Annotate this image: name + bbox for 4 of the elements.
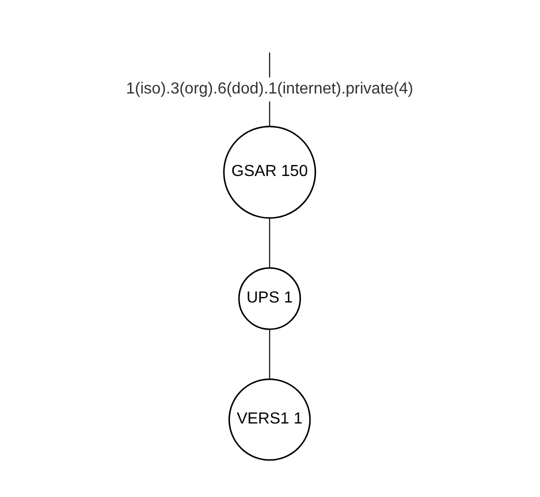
edge-label: 1(iso).3(org).6(dod).1(internet).private(4) — [126, 80, 414, 98]
node-circle: VERS1 1 — [228, 378, 312, 461]
node-circle: GSAR 150 — [224, 126, 316, 219]
node-circle: UPS 1 — [238, 267, 302, 330]
